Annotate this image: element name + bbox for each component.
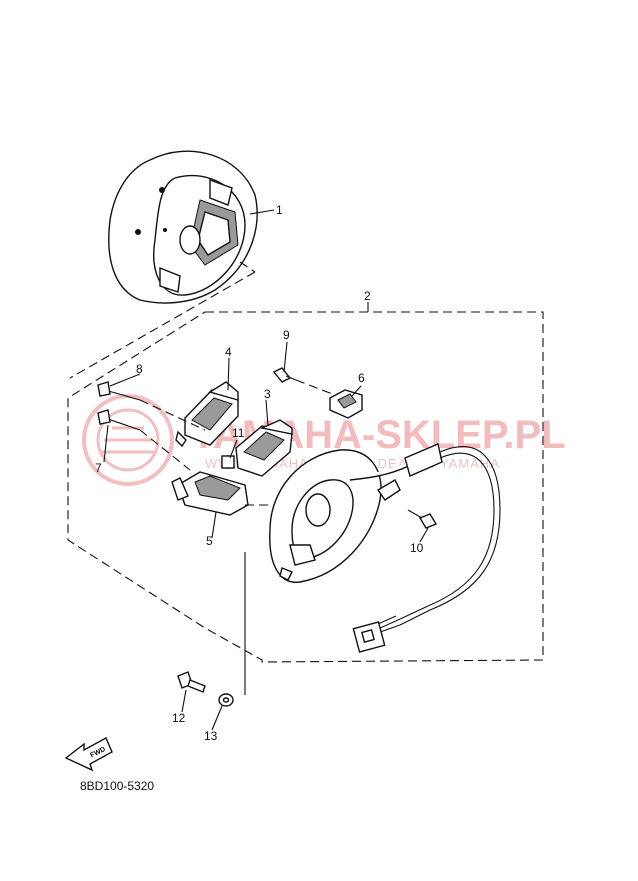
callout-10: 10: [410, 541, 424, 555]
wire-harness: [349, 443, 501, 653]
screw-7: [97, 409, 141, 431]
screw-10: [407, 509, 438, 529]
callout-9: 9: [283, 328, 290, 342]
fwd-arrow-icon: FWD: [64, 737, 113, 772]
collar-11: [221, 455, 235, 469]
callout-5: 5: [206, 534, 213, 548]
screw-9: [272, 367, 297, 383]
callout-12: 12: [172, 711, 186, 725]
coil-3: [235, 419, 293, 477]
coil-5: [171, 471, 249, 516]
screw-8: [97, 381, 141, 401]
diagram-code: 8BD100-5320: [80, 779, 154, 793]
connector-icon: [352, 621, 386, 653]
callout-3: 3: [264, 387, 271, 401]
washer-13: [218, 693, 234, 707]
coil-4: [175, 381, 239, 448]
flywheel-rotor: [108, 150, 258, 304]
stator-plate: [269, 449, 382, 583]
callout-8: 8: [136, 362, 143, 376]
callout-13: 13: [204, 729, 218, 743]
callout-7: 7: [95, 461, 102, 475]
callout-1: 1: [276, 203, 283, 217]
callout-6: 6: [358, 371, 365, 385]
assembly-box: [67, 311, 544, 663]
bolt-12: [177, 671, 206, 693]
bracket-6: [329, 389, 363, 419]
leader-lines: [103, 341, 429, 731]
callout-2: 2: [364, 289, 371, 303]
callout-11: 11: [232, 426, 245, 440]
callout-4: 4: [225, 345, 232, 359]
